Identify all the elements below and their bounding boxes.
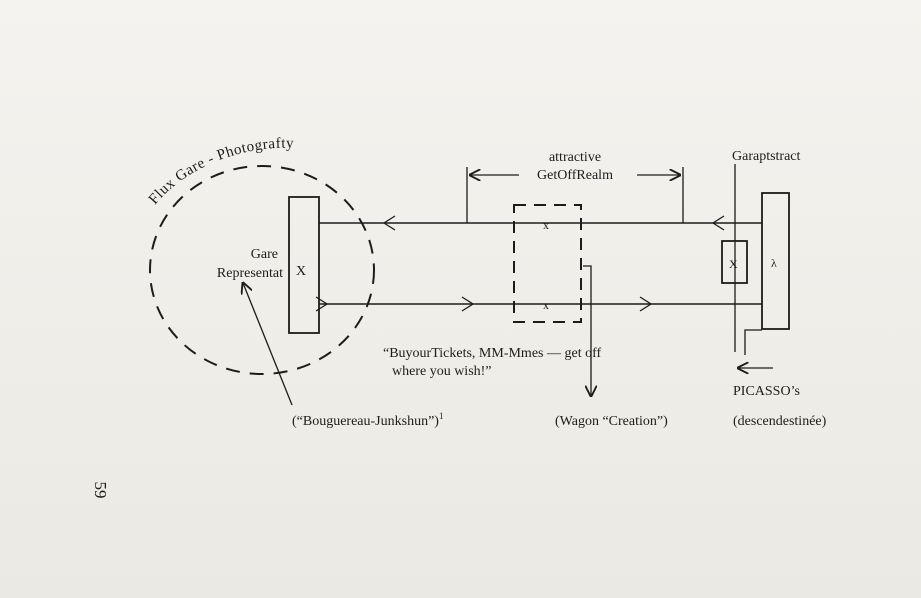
bottom-track-arrow-right bbox=[639, 296, 653, 312]
representat-label: Representat bbox=[217, 266, 283, 281]
flux-gare-circle bbox=[149, 165, 375, 375]
announce-line-2: where you wish!” bbox=[392, 364, 492, 379]
wagon-bottom-x: x bbox=[543, 298, 549, 312]
bottom-track-arrow-mid bbox=[461, 296, 475, 312]
garaptstract-label: Garaptstract bbox=[732, 149, 801, 164]
arc-title: Flux Gare - Photografty bbox=[146, 136, 294, 208]
bouguereau-caption: (“Bouguereau-Junkshun”)1 bbox=[292, 411, 443, 429]
picasso-bracket-line bbox=[744, 329, 762, 355]
wagon-down-arrow bbox=[583, 265, 591, 396]
right-small-x: X bbox=[729, 257, 738, 271]
wagon-creation-box bbox=[513, 204, 582, 323]
wagon-caption: (Wagon “Creation”) bbox=[555, 414, 668, 429]
right-lambda-mark: λ bbox=[771, 256, 777, 270]
top-track-arrow-left bbox=[382, 215, 396, 231]
picasso-label: PICASSO’s bbox=[733, 384, 800, 399]
attractive-label: attractive bbox=[549, 150, 601, 165]
bottom-track-arrow-start bbox=[315, 296, 329, 312]
top-track-arrow-right bbox=[711, 215, 725, 231]
bouguereau-pointer bbox=[243, 283, 293, 406]
page-number: 59 bbox=[91, 482, 110, 499]
descendestinee-label: (descendestinée) bbox=[733, 414, 827, 429]
getoffrealm-label: GetOffRealm bbox=[537, 168, 613, 183]
announce-line-1: “BuyourTickets, MM-Mmes — get off bbox=[383, 346, 602, 361]
left-station-box bbox=[288, 196, 320, 334]
gare-label: Gare bbox=[251, 247, 278, 262]
right-small-box bbox=[721, 240, 748, 284]
left-x-mark: X bbox=[296, 264, 306, 279]
right-station-box bbox=[761, 192, 790, 330]
wagon-top-x: x bbox=[543, 218, 549, 232]
